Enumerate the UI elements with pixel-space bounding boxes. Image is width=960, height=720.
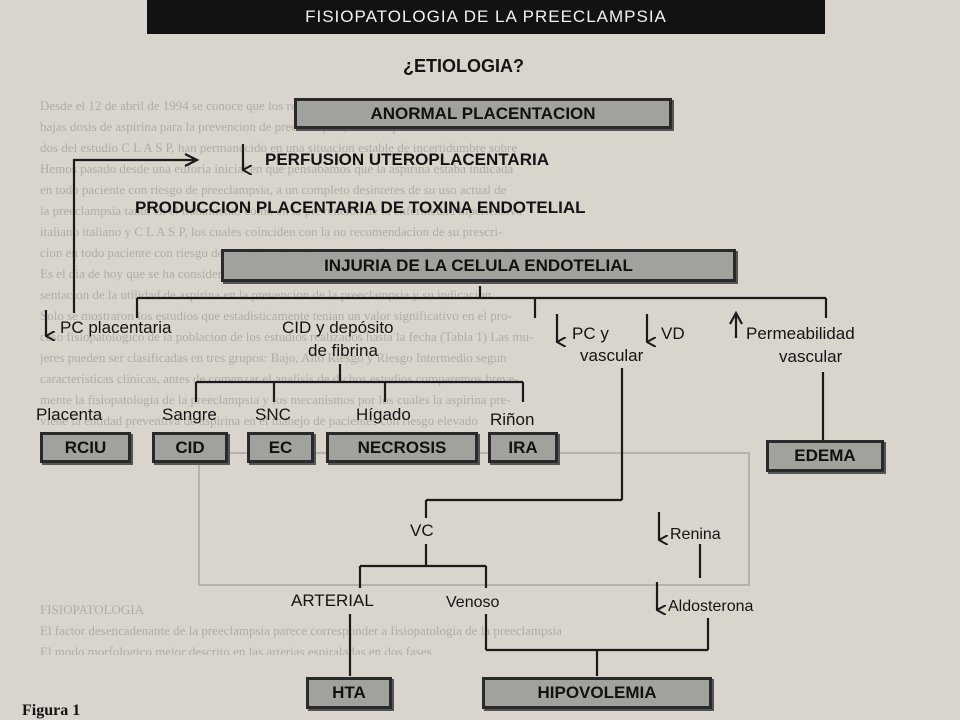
vc-label: VC — [410, 521, 434, 540]
feedback-loop-arrowhead — [184, 153, 200, 167]
outcome-rciu-label: RCIU — [64, 437, 107, 457]
abnormal-placentation-box: ANORMAL PLACENTACION — [294, 98, 672, 129]
diagram-title: FISIOPATOLOGIA DE LA PREECLAMPSIA — [305, 7, 667, 26]
organ-higado: Hígado — [356, 405, 411, 424]
outcome-necrosis-box: NECROSIS — [326, 432, 478, 463]
outcome-ira-box: IRA — [488, 432, 558, 463]
permeability-label-line1: Permeabilidad — [746, 324, 855, 343]
organ-rinon: Riñon — [490, 410, 535, 429]
pcvd-vd-label: VD — [661, 324, 685, 343]
outcome-ira-label: IRA — [508, 437, 538, 457]
arrow-up-permeability-head — [729, 310, 743, 325]
aldosterona-label: Aldosterona — [668, 598, 754, 615]
outcome-cid-box: CID — [152, 432, 228, 463]
figure-caption: Figura 1 — [22, 702, 81, 719]
cid-deposit-label-line1: CID y depósito — [282, 318, 394, 337]
perfusion-label: PERFUSION UTEROPLACENTARIA — [265, 150, 549, 169]
pcvd-label-line2: vascular — [580, 346, 644, 365]
pcvd-label-line1: PC y — [572, 324, 609, 343]
etiology-label: ¿ETIOLOGIA? — [403, 56, 524, 76]
feedback-loop-line — [72, 158, 195, 313]
endothelial-injury-label: INJURIA DE LA CELULA ENDOTELIAL — [324, 255, 633, 275]
outcome-edema-label: EDEMA — [794, 446, 856, 465]
diagram-title-banner: FISIOPATOLOGIA DE LA PREECLAMPSIA — [147, 0, 825, 34]
abnormal-placentation-label: ANORMAL PLACENTACION — [370, 103, 596, 123]
pc-placentaria-label: PC placentaria — [60, 318, 172, 337]
renina-label: Renina — [670, 526, 721, 543]
outcome-ec-box: EC — [247, 432, 314, 463]
outcome-hipovolemia-label: HIPOVOLEMIA — [537, 683, 657, 702]
organ-placenta: Placenta — [36, 405, 103, 424]
outcome-hta-box: HTA — [306, 677, 392, 709]
permeability-label-line2: vascular — [779, 347, 843, 366]
outcome-cid-label: CID — [175, 437, 205, 457]
outcome-ec-label: EC — [268, 437, 293, 457]
outcome-rciu-box: RCIU — [40, 432, 131, 463]
outcome-hta-label: HTA — [332, 683, 366, 702]
outcome-necrosis-label: NECROSIS — [357, 437, 447, 457]
organ-snc: SNC — [255, 405, 291, 424]
cid-deposit-label-line2: de fibrina — [308, 341, 378, 360]
toxin-production-label: PRODUCCION PLACENTARIA DE TOXINA ENDOTEL… — [135, 198, 586, 217]
outcome-hipovolemia-box: HIPOVOLEMIA — [482, 677, 712, 709]
vc-venoso-label: Venoso — [446, 594, 500, 611]
vc-arterial-label: ARTERIAL — [291, 591, 374, 610]
organ-sangre: Sangre — [162, 405, 217, 424]
endothelial-injury-box: INJURIA DE LA CELULA ENDOTELIAL — [221, 249, 736, 282]
outcome-edema-box: EDEMA — [766, 440, 884, 472]
